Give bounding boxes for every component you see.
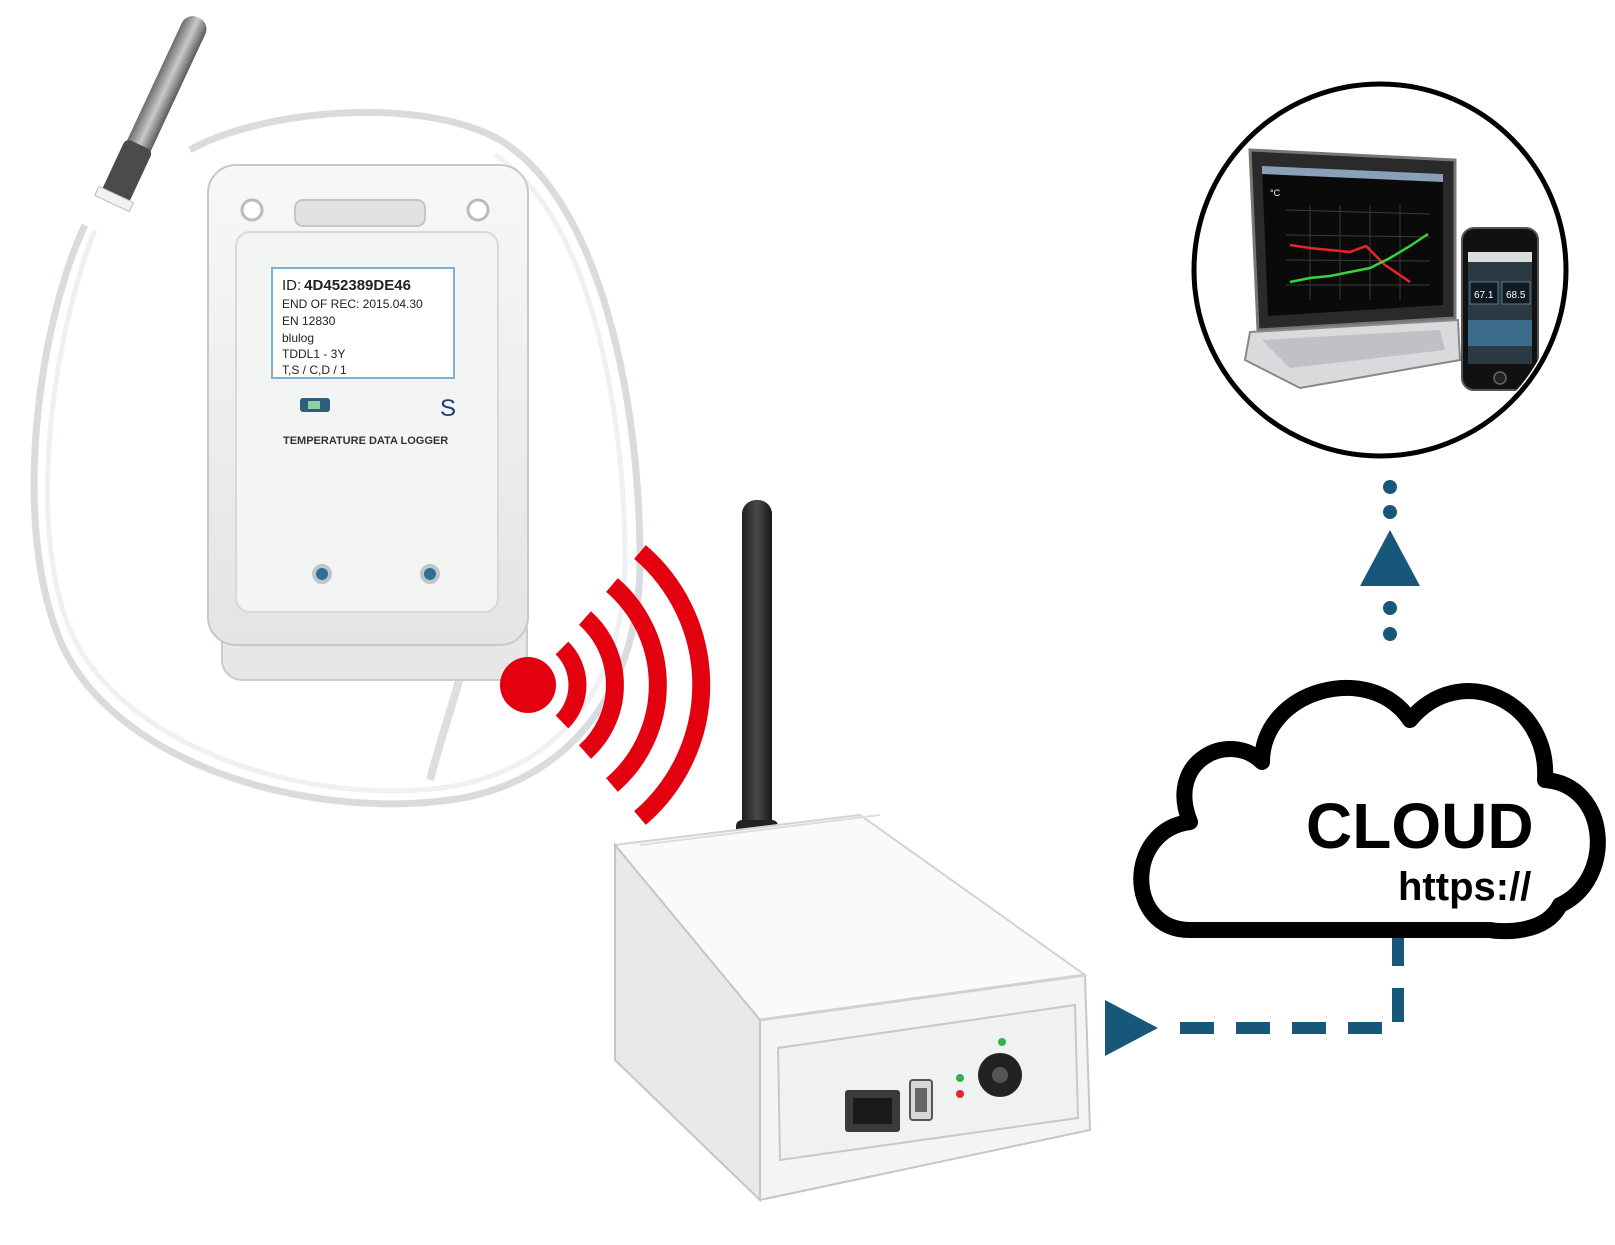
logger-label <box>271 267 455 379</box>
logger-brand: blulog <box>282 331 314 345</box>
probe-cable <box>30 108 644 808</box>
phone-reading-1: 67.1 <box>1474 290 1494 301</box>
logger-model: TDDL1 - 3Y <box>282 347 345 361</box>
status-led-green <box>956 1074 964 1082</box>
temperature-probe <box>94 16 207 213</box>
logger-vent <box>294 199 426 227</box>
cloud-title: CLOUD <box>1306 790 1534 862</box>
phone-reading-2: 68.5 <box>1506 290 1526 301</box>
data-flow-cloud-to-devices <box>1360 480 1420 641</box>
mount-hole-icon <box>466 198 490 222</box>
wireless-signal-icon <box>500 545 711 825</box>
logger-class: T,S / C,D / 1 <box>282 363 347 377</box>
arrow-right-icon <box>1105 1000 1158 1056</box>
svg-text:ID:4D452389DE46: ID:4D452389DE46 <box>282 277 411 294</box>
laptop-series-red <box>1289 243 1411 284</box>
mount-hole-icon <box>240 198 264 222</box>
logger-id: 4D452389DE46 <box>304 277 411 294</box>
logger-standard: EN 12830 <box>282 314 336 328</box>
cloud-protocol: https:// <box>1398 865 1531 909</box>
smartphone-icon: 67.1 68.5 <box>1461 227 1539 391</box>
laptop-icon: °C <box>1243 148 1462 390</box>
logger-button-icon <box>312 564 332 584</box>
gateway-device <box>613 500 1092 1203</box>
cloud-icon: CLOUD https:// <box>1133 679 1606 940</box>
laptop-chart-unit: °C <box>1270 188 1281 198</box>
cloud-outline <box>1133 679 1606 940</box>
temperature-data-logger: ID:4D452389DE46 END OF REC: 2015.04.30 E… <box>30 16 644 808</box>
logger-id-prefix: ID: <box>282 277 301 294</box>
data-flow-gateway-to-cloud <box>1105 930 1404 1056</box>
laptop-series-green <box>1289 232 1429 284</box>
client-devices: °C <box>1191 81 1569 459</box>
logger-end-of-rec: END OF REC: 2015.04.30 <box>282 297 423 311</box>
logger-button-icon <box>420 564 440 584</box>
laptop-temperature-chart: °C <box>1270 188 1431 300</box>
dashed-connector <box>1180 930 1404 1034</box>
logger-logo: S <box>440 395 456 422</box>
arrow-up-icon <box>1360 530 1420 586</box>
status-led-red <box>956 1090 964 1098</box>
logger-caption: TEMPERATURE DATA LOGGER <box>283 435 448 447</box>
signal-source-dot <box>500 657 556 713</box>
gateway-antenna <box>742 500 772 840</box>
probe-cable-2 <box>45 152 628 794</box>
